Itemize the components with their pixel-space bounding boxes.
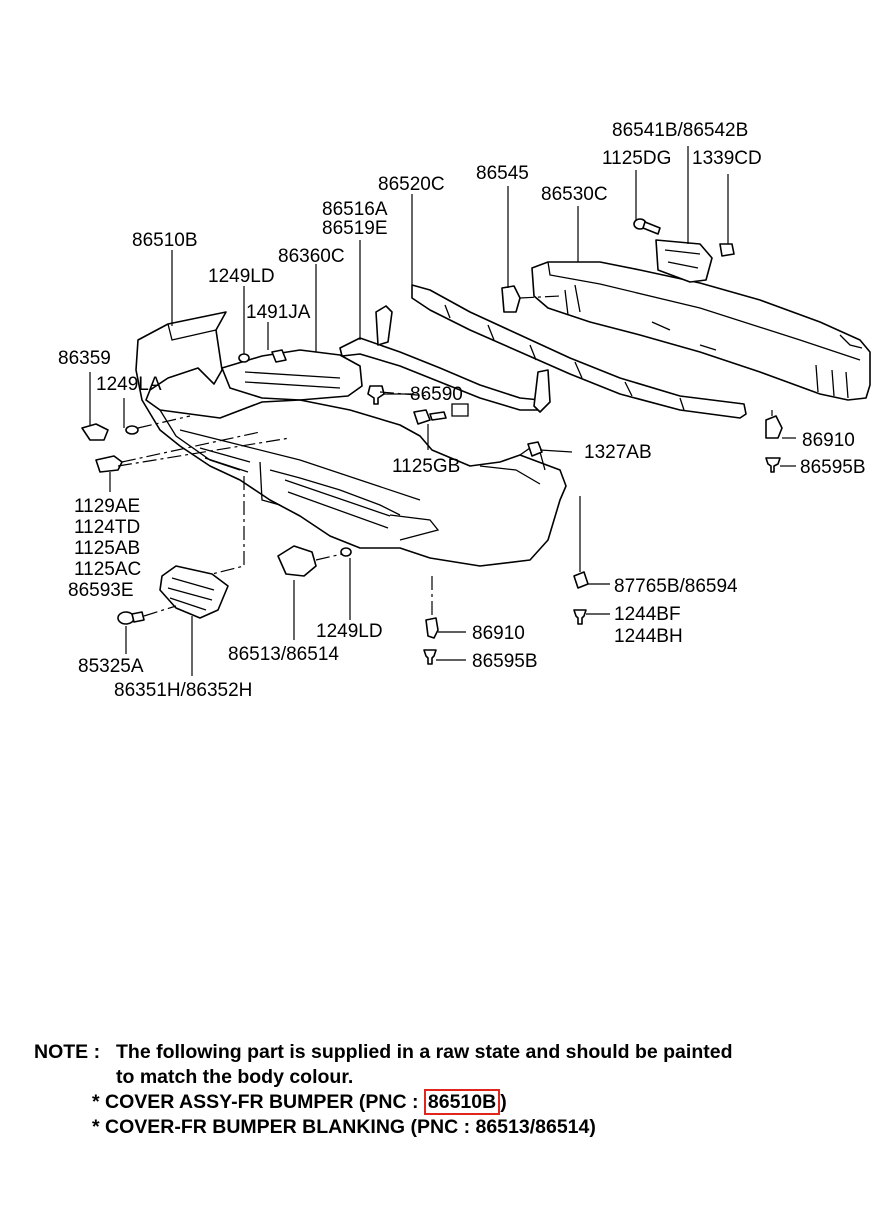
label-86595b-right: 86595B	[800, 457, 866, 478]
label-1125dg: 1125DG	[602, 148, 671, 169]
bolt-1125dg[interactable]	[633, 218, 661, 235]
label-86593e: 86593E	[68, 580, 134, 601]
note-item-1: * COVER ASSY-FR BUMPER (PNC : 86510B)	[34, 1089, 854, 1115]
label-1125ab: 1125AB	[74, 538, 140, 559]
label-1491ja: 1491JA	[246, 302, 311, 323]
label-86530c: 86530C	[541, 184, 608, 205]
bolt-1125gb[interactable]	[413, 403, 469, 425]
note-item-1-close: )	[500, 1091, 507, 1113]
label-86510b: 86510B	[132, 230, 198, 251]
grille-86360c[interactable]	[221, 349, 363, 401]
highlighted-pnc-86510b[interactable]: 86510B	[423, 1089, 501, 1115]
stay-86516a[interactable]	[339, 305, 551, 413]
screw-1244bf[interactable]	[573, 609, 587, 625]
label-86910-right: 86910	[802, 430, 855, 451]
label-86520c: 86520C	[378, 174, 445, 195]
label-86590: 86590	[410, 384, 463, 405]
beam-86520c[interactable]	[411, 284, 747, 419]
guide-line-86351h	[211, 476, 245, 575]
note-item-2: * COVER-FR BUMPER BLANKING (PNC : 86513/…	[34, 1115, 854, 1140]
bolt-1249ld-bot[interactable]	[315, 547, 352, 561]
label-1249ld-bot: 1249LD	[316, 621, 383, 642]
bumper-cover-86510b[interactable]	[135, 311, 567, 567]
note-prefix: NOTE :	[34, 1041, 101, 1063]
note-line-2: to match the body colour.	[34, 1065, 854, 1090]
bracket-86541b[interactable]	[655, 239, 713, 283]
clip-87765b[interactable]	[573, 571, 589, 589]
label-1339cd: 1339CD	[692, 148, 762, 169]
bracket-86359[interactable]	[81, 423, 109, 441]
label-86351h: 86351H/86352H	[114, 680, 252, 701]
label-86595b-bottom: 86595B	[472, 651, 538, 672]
note-line-1: NOTE : The following part is supplied in…	[34, 1040, 854, 1065]
label-86359: 86359	[58, 348, 111, 369]
note-item-1-text: * COVER ASSY-FR BUMPER (PNC :	[92, 1091, 424, 1113]
retainer-86910-bottom[interactable]	[425, 576, 439, 639]
label-1125gb: 1125GB	[392, 456, 460, 477]
note-block: NOTE : The following part is supplied in…	[34, 1040, 854, 1140]
label-1327ab: 1327AB	[584, 442, 652, 463]
note-text-line-1: The following part is supplied in a raw …	[116, 1041, 733, 1063]
label-86545: 86545	[476, 163, 529, 184]
nut-1339cd[interactable]	[719, 243, 735, 257]
label-86910-bottom: 86910	[472, 623, 525, 644]
note-text-line-2: to match the body colour.	[116, 1066, 354, 1088]
label-1249ld-top: 1249LD	[208, 266, 275, 287]
label-1244bf: 1244BF	[614, 604, 681, 625]
label-86516a: 86516A	[322, 199, 388, 220]
bolt-86590[interactable]	[367, 385, 385, 405]
label-1244bh: 1244BH	[614, 626, 683, 647]
clip-1491ja[interactable]	[271, 349, 287, 363]
cover-86351h[interactable]	[159, 565, 229, 619]
guide-line-left	[117, 437, 291, 467]
label-86513: 86513/86514	[228, 644, 339, 665]
label-86519e: 86519E	[322, 218, 388, 239]
screw-86595b-right[interactable]	[765, 457, 781, 473]
bulb-85325a[interactable]	[117, 605, 177, 625]
label-1129ae: 1129AE	[74, 496, 140, 517]
clip-1327ab[interactable]	[527, 441, 543, 457]
label-1249la: 1249LA	[96, 374, 162, 395]
note-item-2-text: * COVER-FR BUMPER BLANKING (PNC : 86513/…	[92, 1116, 596, 1138]
label-87765b: 87765B/86594	[614, 576, 738, 597]
screw-86595b-bottom[interactable]	[423, 649, 437, 665]
retainer-86910-right[interactable]	[765, 410, 783, 439]
part-labels: 86541B/86542B 1125DG 1339CD 86545 86520C…	[58, 120, 866, 701]
blanking-cover-86513[interactable]	[277, 545, 317, 577]
label-86541b: 86541B/86542B	[612, 120, 748, 141]
bolt-1249la[interactable]	[125, 415, 191, 435]
clip-86545[interactable]	[501, 285, 561, 313]
energy-absorber-86530c[interactable]	[531, 261, 871, 401]
label-86360c: 86360C	[278, 246, 345, 267]
leader-lines	[89, 146, 796, 676]
label-1124td: 1124TD	[74, 517, 140, 538]
label-1125ac: 1125AC	[74, 559, 141, 580]
bolt-1249ld-top[interactable]	[238, 353, 250, 363]
label-85325a: 85325A	[78, 656, 144, 677]
